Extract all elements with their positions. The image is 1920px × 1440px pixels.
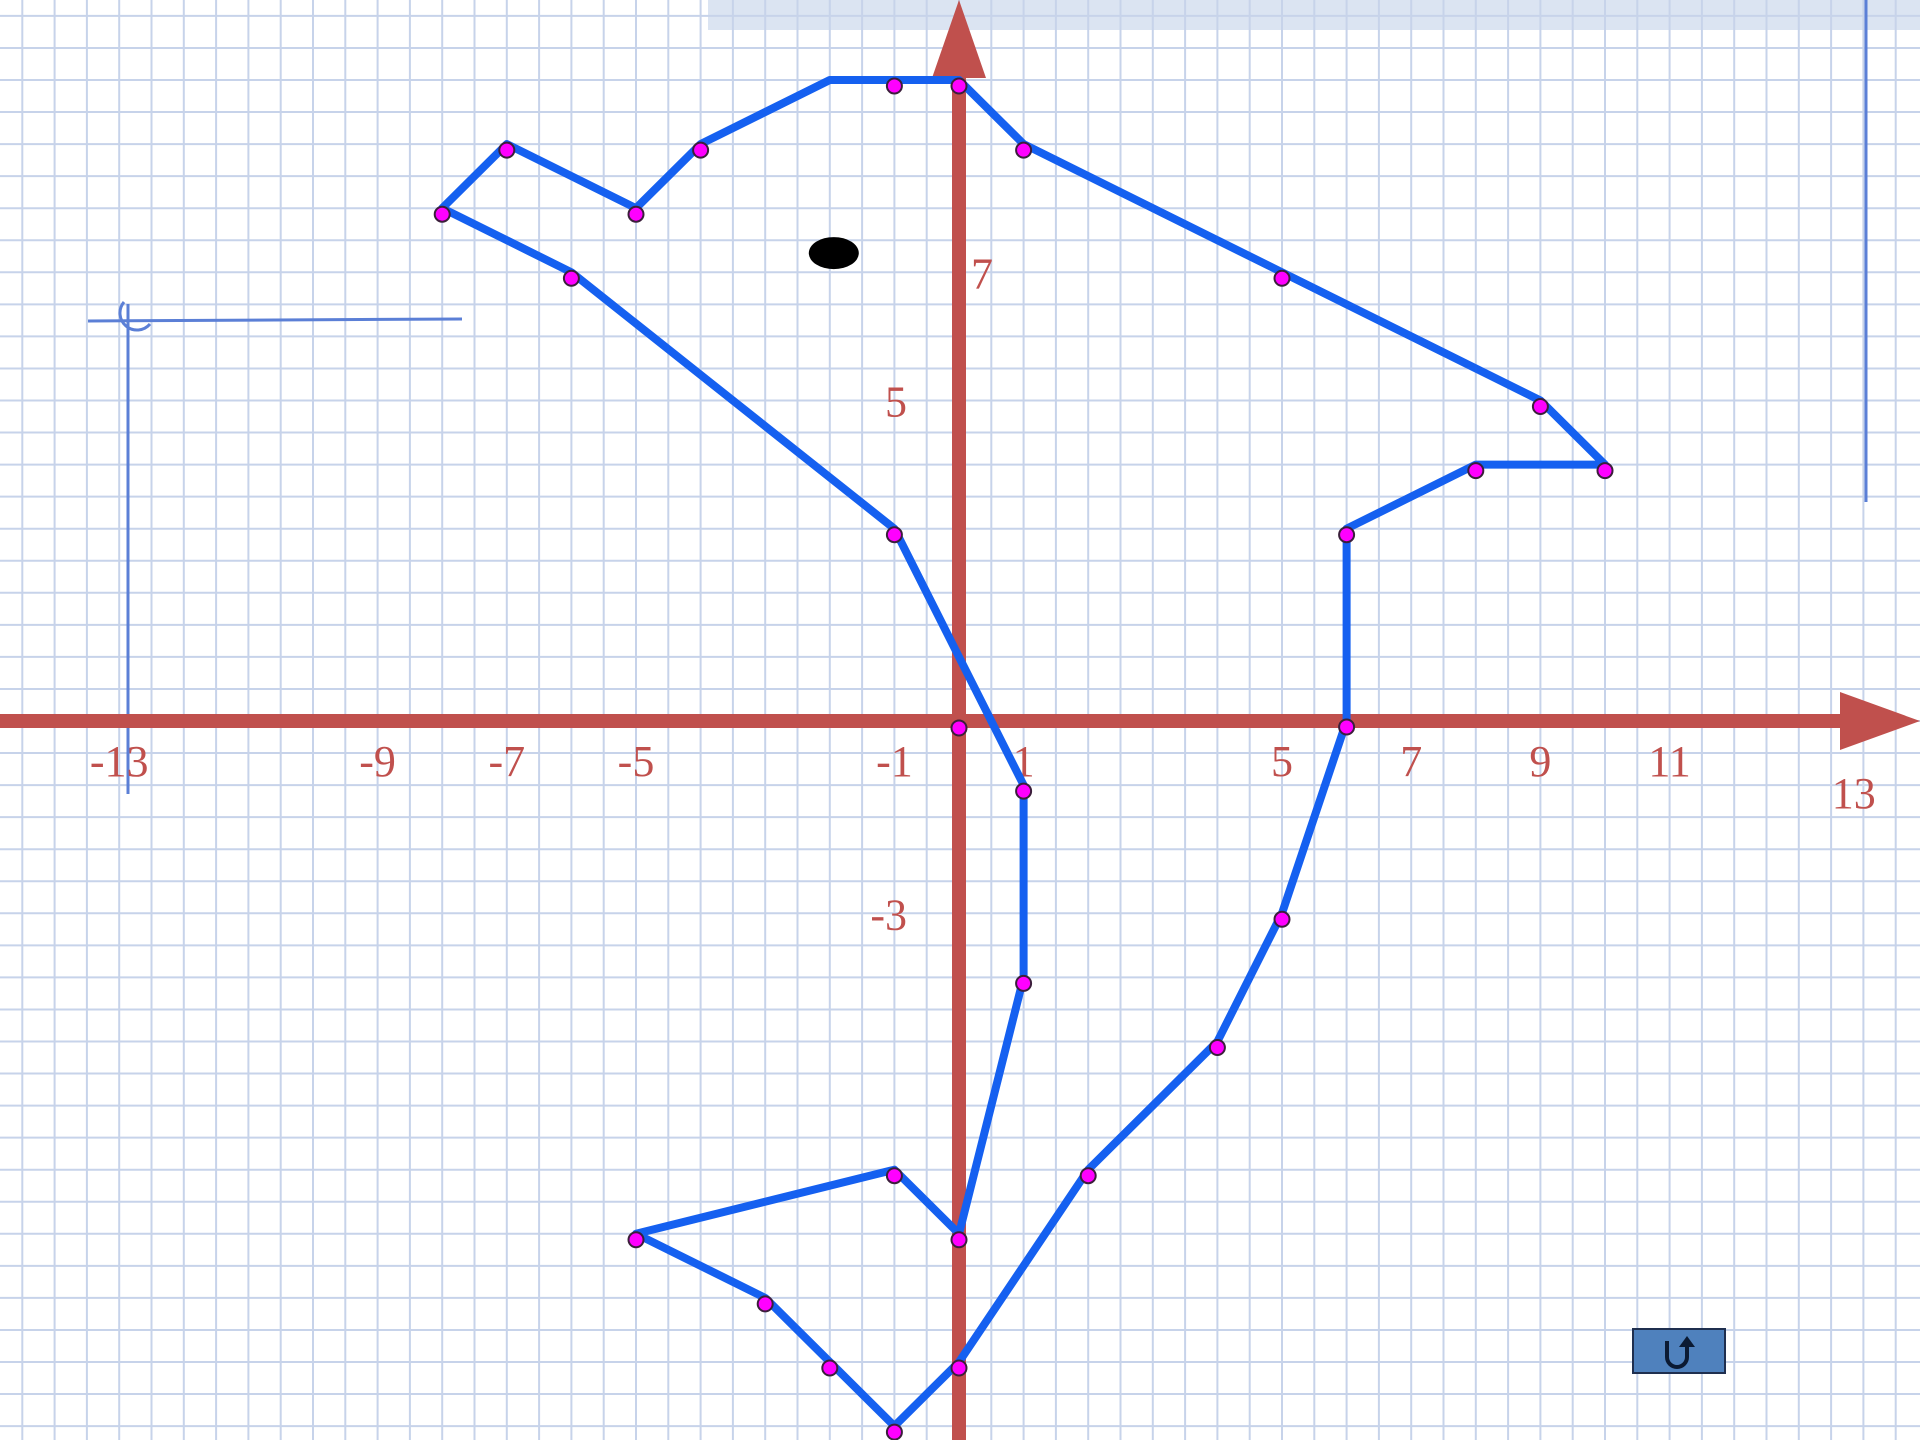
x-tick-label: -7 (488, 737, 525, 786)
x-axis (0, 714, 1850, 728)
data-point (498, 141, 516, 159)
y-axis (952, 70, 966, 1440)
data-point (1596, 462, 1614, 480)
marked-points (433, 77, 1614, 1440)
x-tick-label: 5 (1271, 737, 1293, 786)
data-point (885, 77, 903, 95)
data-point (1273, 269, 1291, 287)
y-tick-label: 5 (885, 378, 907, 427)
x-tick-label: 13 (1832, 769, 1876, 818)
data-point (562, 269, 580, 287)
eye-mark (808, 237, 859, 270)
data-point (1079, 1167, 1097, 1185)
data-point (885, 1423, 903, 1440)
origin-point (950, 719, 968, 737)
data-point (433, 205, 451, 223)
data-point (885, 1167, 903, 1185)
dolphin-outline (438, 76, 1609, 1431)
data-point (1338, 718, 1356, 736)
y-axis-arrow (932, 0, 986, 78)
x-tick-label: 7 (1400, 737, 1422, 786)
data-point (1015, 141, 1033, 159)
data-point (1338, 526, 1356, 544)
data-point (756, 1295, 774, 1313)
return-arrow-icon (1665, 1336, 1695, 1369)
x-tick-label: -1 (876, 737, 913, 786)
data-point (1531, 398, 1549, 415)
x-axis-arrow (1840, 692, 1920, 750)
data-point (1015, 974, 1033, 992)
guide-lines (87, 0, 1868, 794)
data-point (692, 141, 710, 159)
outline-path (438, 76, 1609, 1431)
arc-mark (118, 301, 152, 332)
data-point (627, 1231, 645, 1249)
horizontal-guide-line (87, 317, 463, 323)
x-tick-label: -13 (90, 737, 149, 786)
data-point (950, 1231, 968, 1249)
y-tick-label: 7 (971, 249, 993, 298)
y-tick-label: -3 (870, 890, 907, 939)
data-point (1467, 462, 1485, 480)
back-button[interactable] (1632, 1328, 1726, 1374)
x-tick-label: 11 (1648, 737, 1690, 786)
x-tick-label: -5 (618, 737, 655, 786)
x-tick-label: 9 (1529, 737, 1551, 786)
data-point (821, 1359, 839, 1377)
data-point (950, 1359, 968, 1377)
data-point (1273, 910, 1291, 928)
data-point (1015, 782, 1033, 800)
data-point (950, 77, 968, 95)
data-point (1208, 1039, 1226, 1056)
data-point (627, 205, 645, 223)
data-point (885, 526, 903, 544)
x-tick-label: -9 (359, 737, 396, 786)
